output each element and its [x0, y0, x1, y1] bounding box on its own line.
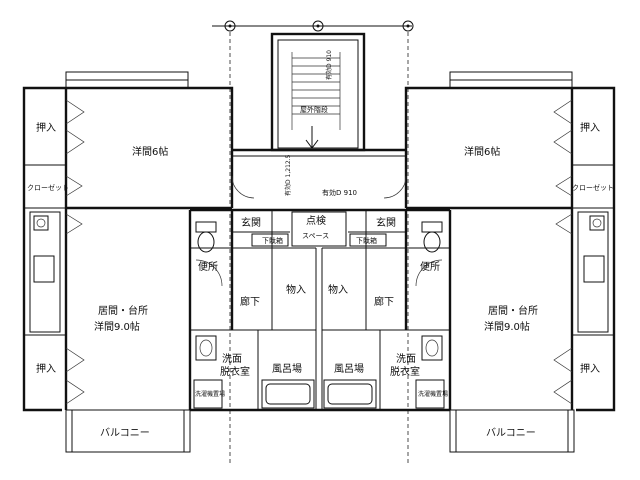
stairwell	[270, 32, 366, 152]
label-left-living-size: 洋間9.0帖	[94, 320, 140, 333]
label-inspection-1: 点検	[306, 214, 326, 227]
label-right-closet-bottom: 押入	[580, 362, 600, 375]
label-left-balcony: バルコニー	[100, 427, 150, 439]
label-right-toilet: 便所	[420, 260, 440, 273]
label-right-balcony: バルコニー	[486, 427, 536, 439]
label-right-hallway: 廊下	[374, 295, 394, 308]
label-left-washer: 洗濯機置場	[195, 390, 225, 398]
label-left-closet-top: 押入	[36, 121, 56, 134]
label-right-dressing: 脱衣室	[390, 365, 420, 378]
inspection-space	[291, 211, 347, 247]
dim-left-passage: 有効D 1,212.5	[284, 154, 292, 196]
label-left-dressing: 脱衣室	[220, 365, 250, 378]
label-left-western-room: 洋間6帖	[132, 145, 168, 158]
label-left-storage: 物入	[286, 283, 306, 296]
label-right-bath: 風呂場	[334, 362, 364, 375]
label-left-bath: 風呂場	[272, 362, 302, 375]
label-right-washroom: 洗面	[396, 353, 416, 365]
dim-corridor-width: 有効D 910	[322, 188, 357, 197]
label-right-shoe-box: 下駄箱	[356, 236, 377, 245]
dim-stair-width: 有効D 910	[325, 50, 333, 80]
label-right-storage: 物入	[328, 283, 348, 296]
label-right-entrance: 玄関	[376, 216, 396, 229]
label-right-closet: クローゼット	[572, 183, 614, 192]
label-left-closet: クローゼット	[27, 183, 69, 192]
label-left-washroom: 洗面	[222, 353, 242, 365]
left-unit	[24, 71, 317, 453]
right-unit	[321, 71, 614, 453]
label-right-closet-top: 押入	[580, 121, 600, 134]
label-left-shoe-box: 下駄箱	[262, 236, 283, 245]
label-left-toilet: 便所	[198, 260, 218, 273]
label-right-living: 居間・台所	[488, 304, 538, 317]
label-left-closet-bottom: 押入	[36, 362, 56, 375]
grid-axis-markers	[212, 20, 414, 465]
outer-walls	[22, 86, 616, 412]
label-left-entrance: 玄関	[241, 216, 261, 229]
label-left-living: 居間・台所	[98, 304, 148, 317]
label-inspection-2: スペース	[302, 232, 329, 240]
label-right-living-size: 洋間9.0帖	[484, 320, 530, 333]
label-stairs: 屋外階段	[300, 105, 328, 114]
label-right-western-room: 洋間6帖	[464, 145, 500, 158]
label-right-washer: 洗濯機置場	[418, 390, 448, 398]
label-left-hallway: 廊下	[240, 295, 260, 308]
